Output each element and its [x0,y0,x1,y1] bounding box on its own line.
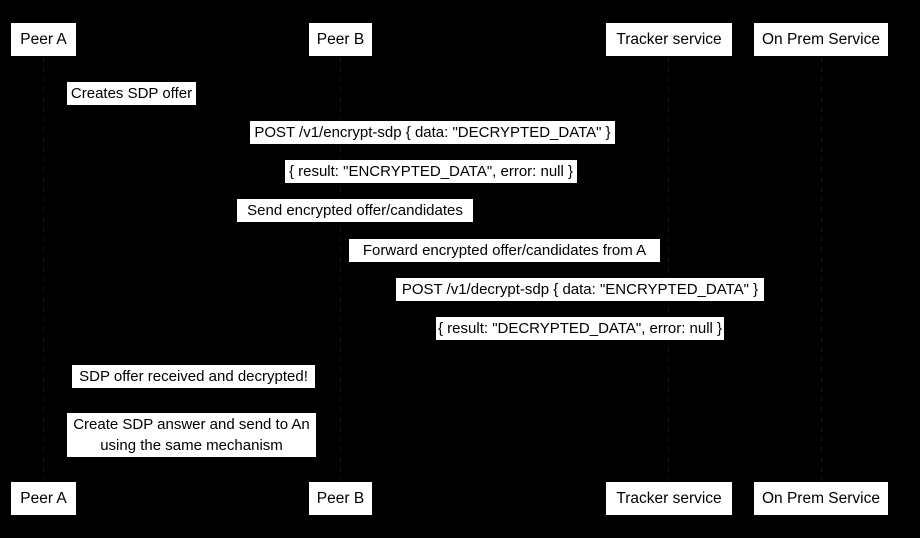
message-label-forward-encrypted-offer: Forward encrypted offer/candidates from … [349,239,660,262]
participant-header-tracker-service[interactable]: Tracker service [605,22,733,57]
message-label-send-encrypted-offer: Send encrypted offer/candidates [237,199,473,222]
message-label-post-decrypt-sdp: POST /v1/decrypt-sdp { data: "ENCRYPTED_… [396,278,764,301]
message-label-encrypt-sdp-result: { result: "ENCRYPTED_DATA", error: null … [285,160,577,183]
participant-footer-on-prem-service[interactable]: On Prem Service [753,481,889,516]
lifeline-peer-a [43,57,44,481]
participant-header-on-prem-service[interactable]: On Prem Service [753,22,889,57]
message-label-decrypt-sdp-result: { result: "DECRYPTED_DATA", error: null … [436,317,724,340]
participant-footer-peer-b[interactable]: Peer B [308,481,373,516]
lifeline-peer-b [340,57,341,481]
message-label-creates-sdp-offer: Creates SDP offer [67,82,196,105]
message-label-create-sdp-answer: Create SDP answer and send to An using t… [67,413,316,457]
lifeline-tracker-service [668,57,669,481]
participant-footer-peer-a[interactable]: Peer A [10,481,77,516]
participant-header-peer-b[interactable]: Peer B [308,22,373,57]
participant-footer-tracker-service[interactable]: Tracker service [605,481,733,516]
participant-header-peer-a[interactable]: Peer A [10,22,77,57]
lifeline-on-prem-service [821,57,822,481]
message-label-post-encrypt-sdp: POST /v1/encrypt-sdp { data: "DECRYPTED_… [250,121,615,144]
message-label-sdp-offer-received: SDP offer received and decrypted! [72,365,315,388]
